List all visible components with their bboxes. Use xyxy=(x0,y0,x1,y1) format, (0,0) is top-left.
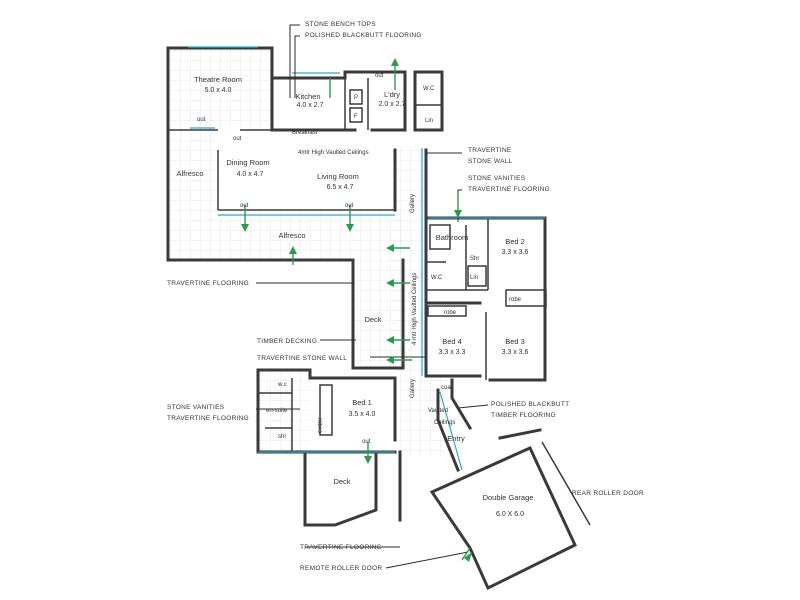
note-travertine-stone-wall: TRAVERTINE STONE WALL xyxy=(257,355,347,362)
note-travertine-flooring-2: TRAVERTINE FLOORING xyxy=(167,280,249,287)
gallery-lower: Gallery xyxy=(410,379,416,398)
room-labels: Theatre Room 5.0 x 4.0 Kitchen 4.0 x 2.7… xyxy=(176,75,533,518)
out-label: out xyxy=(375,73,384,79)
deck-mid-name: Deck xyxy=(364,315,381,324)
kitchen-size: 4.0 x 2.7 xyxy=(297,102,324,109)
theatre-room-name: Theatre Room xyxy=(194,75,242,84)
note-travertine-flooring-4: TRAVERTINE FLOORING xyxy=(300,544,382,551)
shr-bath-label: Shr xyxy=(470,256,479,262)
theatre-room-size: 5.0 x 4.0 xyxy=(205,87,232,94)
coat-label: coat xyxy=(441,385,453,391)
out-label: out xyxy=(362,439,371,445)
laundry-name: L'dry xyxy=(384,90,400,99)
dining-name: Dining Room xyxy=(226,158,269,167)
deck-lower-name: Deck xyxy=(333,477,350,486)
entry-name: Entry xyxy=(447,434,465,443)
pantry-label: P xyxy=(354,95,358,101)
breakfast-label: Breakfast xyxy=(292,130,318,136)
note-travertine-flooring-3: TRAVERTINE FLOORING xyxy=(167,415,249,422)
out-label: out xyxy=(233,136,242,142)
note-polished-blackbutt: POLISHED BLACKBUTT xyxy=(491,401,569,408)
gallery-upper: Gallery xyxy=(410,194,416,213)
garage-size: 6.0 X 6.0 xyxy=(496,511,524,518)
bed1-size: 3.5 x 4.0 xyxy=(349,411,376,418)
bed4-size: 3.3 x 3.3 xyxy=(439,349,466,356)
dining-size: 4.0 x 4.7 xyxy=(237,171,264,178)
bed2-name: Bed 2 xyxy=(505,237,525,246)
out-label: out xyxy=(345,203,354,209)
bed3-name: Bed 3 xyxy=(505,337,525,346)
bed3-size: 3.3 x 3.6 xyxy=(502,349,529,356)
shr-ensuite-label: shr xyxy=(278,434,286,440)
laundry-size: 2.0 x 2.7 xyxy=(379,101,406,108)
vaulted-label: Vaulted xyxy=(428,408,448,414)
living-size: 6.5 x 4.7 xyxy=(327,184,354,191)
note-polished-blackbutt-flooring: POLISHED BLACKBUTT FLOORING xyxy=(305,32,422,39)
note-timber-decking: TIMBER DECKING xyxy=(257,338,317,345)
note-stone-vanities-1: STONE VANITIES xyxy=(468,175,526,182)
note-travertine-1: TRAVERTINE xyxy=(468,147,512,154)
note-travertine-flooring-1: TRAVERTINE FLOORING xyxy=(468,186,550,193)
fixture-labels: Breakfast W.C Lin P F W.C Shr Lin robe r… xyxy=(197,73,522,445)
vaulted-ceilings-side: 4 mtr High Vaulted Ceilings xyxy=(412,273,418,345)
alfresco-main-name: Alfresco xyxy=(278,231,305,240)
wc-top-label: W.C xyxy=(423,86,435,92)
note-stone-wall-1: STONE WALL xyxy=(468,158,513,165)
flow-arrows xyxy=(241,58,472,562)
bed1-name: Bed 1 xyxy=(352,398,372,407)
robe-bed4-label: robe xyxy=(444,310,457,316)
living-name: Living Room xyxy=(317,172,359,181)
robes-vertical: robes xyxy=(316,418,322,433)
lin-bath-label: Lin xyxy=(470,275,478,281)
ceilings-label: Ceilings xyxy=(434,420,455,426)
vaulted-ceilings-top: 4mtr High Vaulted Ceilings xyxy=(298,150,369,156)
note-rear-roller-door: REAR ROLLER DOOR xyxy=(572,490,644,497)
fridge-label: F xyxy=(354,114,358,120)
lin-top-label: Lin xyxy=(425,118,433,124)
out-label: out xyxy=(240,203,249,209)
alfresco-west-name: Alfresco xyxy=(176,169,203,178)
ensuite-label: en-suite xyxy=(266,408,288,414)
note-remote-roller-door: REMOTE ROLLER DOOR xyxy=(300,565,382,572)
bed4-name: Bed 4 xyxy=(442,337,462,346)
notes: STONE BENCH TOPS POLISHED BLACKBUTT FLOO… xyxy=(167,21,644,572)
note-stone-vanities-2: STONE VANITIES xyxy=(167,404,225,411)
wc-bath-label: W.C xyxy=(431,275,443,281)
out-label: out xyxy=(197,117,206,123)
tiled-floors xyxy=(168,48,450,456)
note-stone-bench-tops: STONE BENCH TOPS xyxy=(305,21,376,28)
windows xyxy=(188,46,545,471)
garage-name: Double Garage xyxy=(483,493,534,502)
robe-bed2-label: robe xyxy=(509,297,522,303)
bathroom-name: Bathroom xyxy=(436,233,469,242)
bed2-size: 3.3 x 3.6 xyxy=(502,249,529,256)
wc-ensuite-label: w.c xyxy=(277,382,287,388)
kitchen-name: Kitchen xyxy=(295,92,320,101)
note-timber-flooring: TIMBER FLOORING xyxy=(491,412,556,419)
